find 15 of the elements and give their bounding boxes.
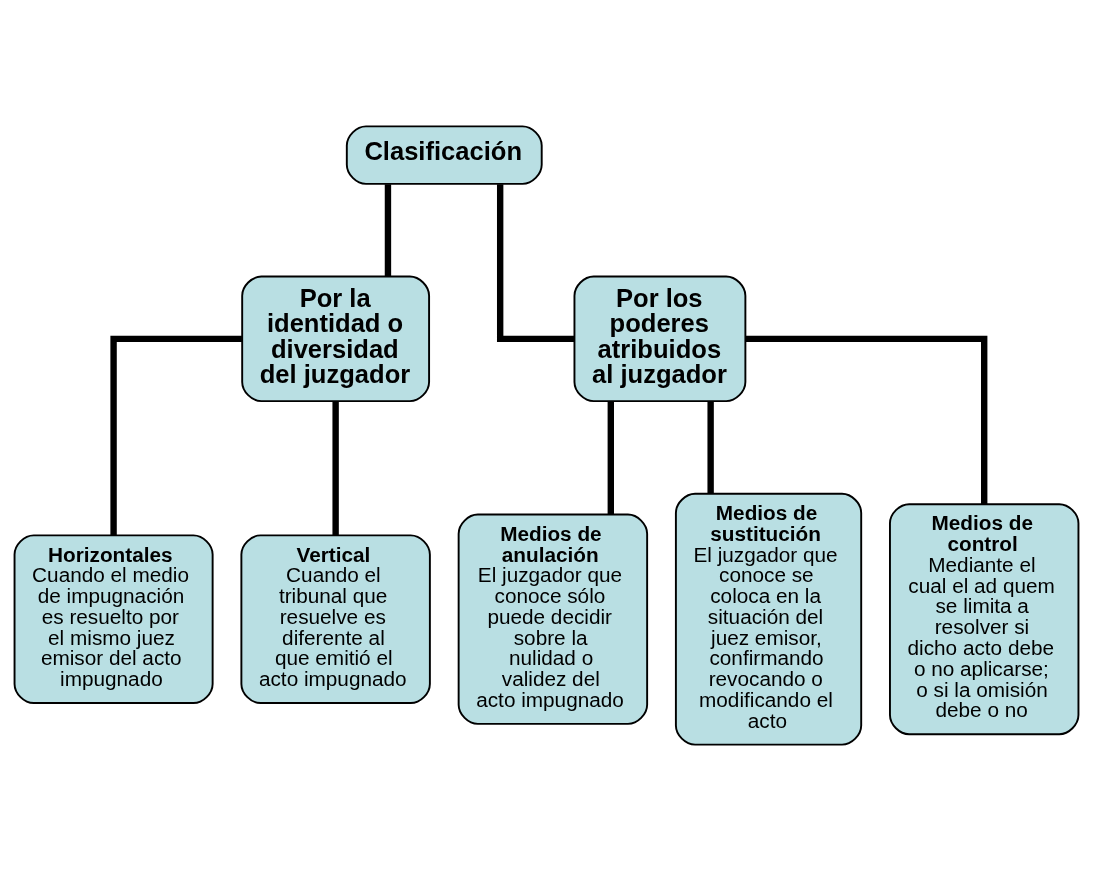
node-box: Medios de sustitución El juzgador que conoce se coloca en la situación del juez emisor, confirmando revocando o modificando el acto [674, 492, 863, 746]
node-box: Clasificación [345, 125, 543, 185]
node-box: Medios de anulación El juzgador que conoce sólo puede decidir sobre la nulidad o validez del acto impugnado [457, 513, 649, 725]
node-box: Vertical Cuando el tribunal que resuelve es diferente al que emitió el acto impugnado [240, 534, 431, 705]
connector [607, 401, 614, 515]
connector [496, 184, 575, 343]
connector [707, 401, 714, 494]
connector [745, 335, 988, 504]
connector [384, 184, 392, 277]
connector [110, 335, 243, 536]
connector [332, 401, 339, 536]
node-box: Por los poderes atribuidos al juzgador [573, 275, 747, 403]
node-box: Por la identidad o diversidad del juzgador [241, 275, 431, 403]
node-box: Medios de control Mediante el cual el ad quem se limita a resolver si dicho acto debe o no aplicarse; o si la omisión debe o no [889, 503, 1080, 736]
node-box: Horizontales Cuando el medio de impugnación es resuelto por el mismo juez emisor del acto impugnado [13, 534, 214, 705]
